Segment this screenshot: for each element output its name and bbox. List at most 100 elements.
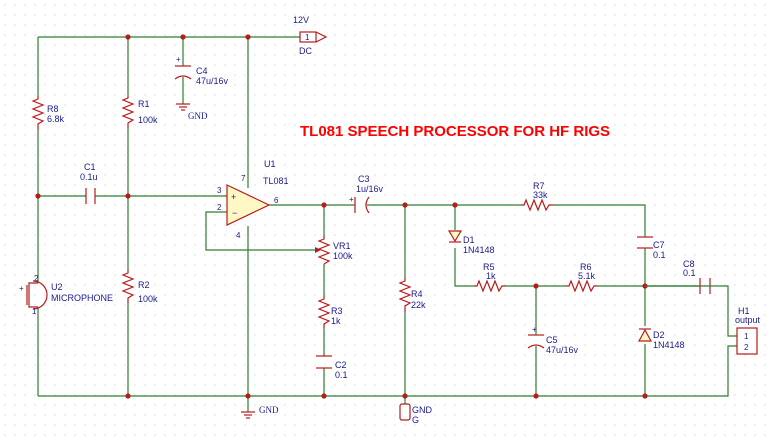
capacitor-c3-polarity: + [349,195,354,204]
capacitor-c5-polarity: + [532,325,537,334]
capacitor-c3[interactable]: + C3 1u/16v [349,174,384,214]
capacitor-c8-value: 0.1 [683,268,696,278]
capacitor-c1-ref: C1 [84,162,96,172]
junction [402,393,408,399]
capacitor-c4[interactable]: + C4 47u/16v [174,55,229,86]
junction [125,193,131,199]
microphone-polarity: + [19,284,24,293]
junction [321,393,327,399]
resistor-r6[interactable]: R6 5.1k [566,262,598,293]
power-connector[interactable]: 12V 1 DC [293,15,328,56]
diode-d1-triangle [447,230,463,243]
output-connector-h1[interactable]: 1 2 H1 output [735,306,761,355]
ground-connector-label: GND [412,405,433,415]
microphone-pin2: 2 [34,274,39,283]
opamp-u1-pin3: 3 [217,186,222,195]
resistor-r6-ref: R6 [580,262,592,272]
junctions [35,34,648,399]
microphone-ref: U2 [51,282,63,292]
resistor-r1-body [121,96,135,128]
diode-d1-part: 1N4148 [463,245,495,255]
resistor-r2[interactable]: R2 100k [121,270,158,304]
resistor-r1-ref: R1 [138,99,150,109]
junction [533,283,539,289]
output-connector-pin1: 1 [744,332,749,341]
capacitor-c3-ref: C3 [358,174,370,184]
diode-d2-ref: D2 [653,330,665,340]
schematic-title: TL081 SPEECH PROCESSOR FOR HF RIGS [300,123,610,140]
capacitor-c5-curved-plate [527,344,545,349]
resistor-r7-value: 33k [533,190,548,200]
wiper-arrow-icon [315,247,321,253]
capacitor-c3-value: 1u/16v [356,184,384,194]
diode-d2-triangle [637,328,653,342]
junction [125,34,131,40]
capacitor-c8[interactable]: C8 0.1 [645,259,720,294]
output-connector-label: output [735,315,761,325]
microphone-icon [32,280,48,310]
junction [180,34,186,40]
ground-c4: GND [176,103,208,121]
diode-d1[interactable]: D1 1N4148 [447,230,495,255]
wires [37,36,737,412]
inverting-input-symbol: − [232,208,237,218]
resistor-r7-body [521,198,553,212]
microphone-part: MICROPHONE [51,293,113,303]
ground-label: GND [259,405,279,415]
opamp-u1-pin2: 2 [217,203,222,212]
resistor-r8-value: 6.8k [47,114,65,124]
junction [452,202,458,208]
resistor-r6-value: 5.1k [578,271,596,281]
microphone-u2[interactable]: + 2 1 U2 MICROPHONE [19,274,113,316]
potentiometer-vr1[interactable]: VR1 100k [315,236,353,265]
capacitor-c1-value: 0.1u [80,172,98,182]
junction [245,34,251,40]
opamp-u1-pin7: 7 [241,174,246,183]
power-connector-pin: 1 [305,33,310,42]
resistor-r2-ref: R2 [138,280,150,290]
diode-d2[interactable]: D2 1N4148 [637,328,685,350]
junction [125,393,131,399]
capacitor-c7[interactable]: C7 0.1 [637,236,666,260]
resistor-r4-value: 22k [411,300,426,310]
ground-connector[interactable]: GND G [399,403,433,425]
ground-main: GND [241,405,279,419]
resistor-r3[interactable]: R3 1k [317,296,343,328]
opamp-u1-pin4: 4 [236,231,241,240]
output-connector-body [736,327,758,355]
capacitor-c4-polarity: + [176,55,181,64]
capacitor-c7-ref: C7 [653,240,665,250]
capacitor-c2-ref: C2 [335,360,347,370]
junction [35,193,41,199]
supply-voltage-label: 12V [293,15,309,25]
capacitor-c1[interactable]: C1 0.1u [80,162,98,204]
resistor-r4[interactable]: R4 22k [398,278,426,312]
resistor-r5-value: 1k [486,271,496,281]
resistor-r5[interactable]: R5 1k [474,262,506,293]
ground-label: GND [188,111,208,121]
resistor-r5-ref: R5 [483,262,495,272]
resistor-r3-value: 1k [331,316,341,326]
resistor-r2-body [121,270,135,303]
resistor-r8-ref: R8 [47,104,59,114]
resistor-r7[interactable]: R7 33k [521,181,553,212]
potentiometer-vr1-value: 100k [333,251,353,261]
resistor-r1-value: 100k [138,115,158,125]
capacitor-c3-curved-plate [365,196,370,214]
capacitor-c4-value: 47u/16v [196,76,229,86]
resistor-r2-value: 100k [138,294,158,304]
capacitor-c5[interactable]: + C5 47u/16v [527,325,579,355]
resistor-r7-ref: R7 [533,181,545,191]
capacitor-c2[interactable]: C2 0.1 [316,355,348,380]
junction [402,202,408,208]
resistor-r1[interactable]: R1 100k [121,96,158,128]
opamp-u1-part: TL081 [263,176,289,186]
power-connector-label: DC [299,46,312,56]
opamp-u1[interactable]: + − U1 TL081 7 3 2 6 4 [217,159,289,240]
resistor-r3-ref: R3 [331,306,343,316]
resistor-r8[interactable]: R8 6.8k [31,96,65,130]
resistor-r4-ref: R4 [411,289,423,299]
capacitor-c4-curved-plate [174,75,192,80]
diode-d2-part: 1N4148 [653,340,685,350]
